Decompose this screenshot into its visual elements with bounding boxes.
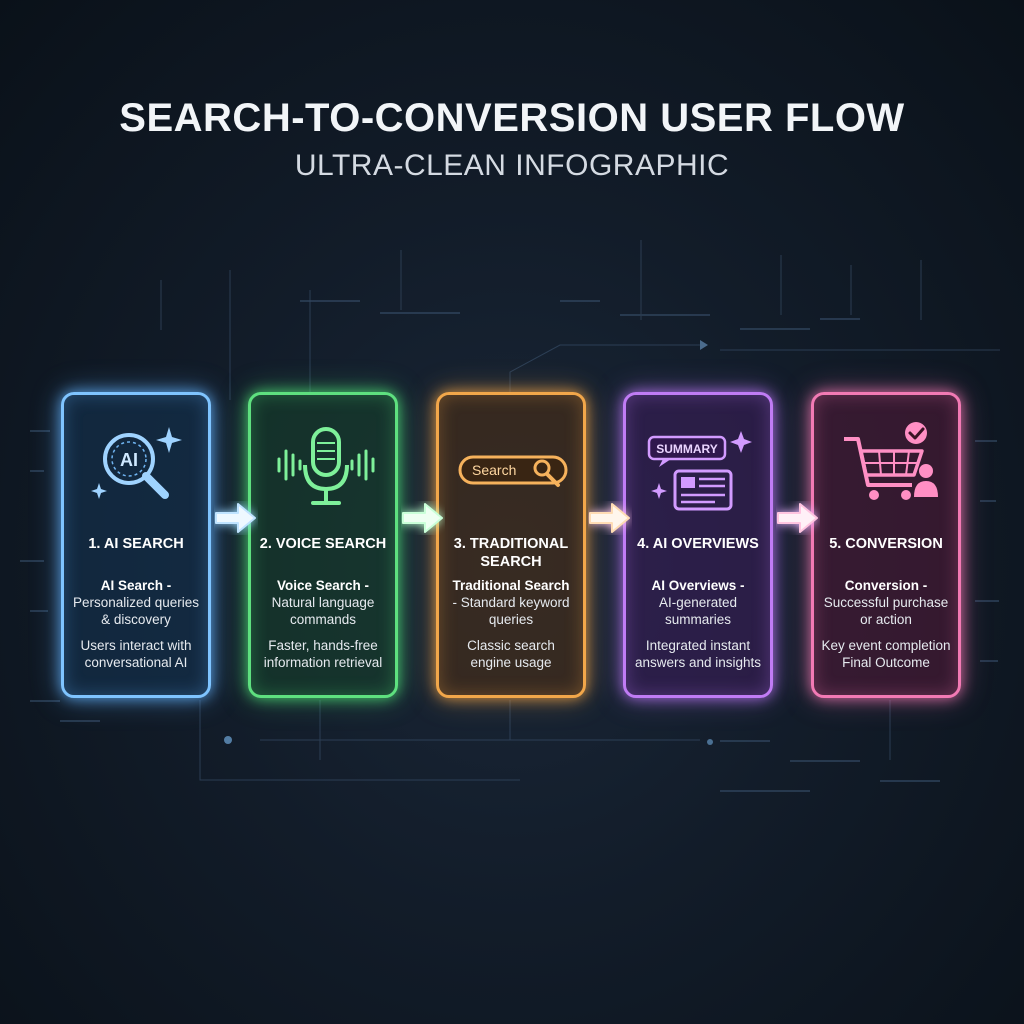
step-name: Voice Search - <box>276 578 370 593</box>
step-description: Traditional Search - Standard keyword qu… <box>445 577 577 671</box>
step-heading: 4. AI OVERVIEWS <box>637 536 759 552</box>
shopping-cart-icon <box>814 419 964 519</box>
flow-arrow-icon <box>777 503 818 533</box>
microphone-icon <box>251 419 401 519</box>
step-heading: 5. CONVERSION <box>829 536 943 552</box>
flow-arrow-icon <box>215 503 256 533</box>
step-description: Conversion - Successful purchase or acti… <box>820 577 952 671</box>
step-detail: Users interact with conversational AI <box>80 638 192 670</box>
step-description: AI Search - Personalized queries & disco… <box>70 577 202 671</box>
step-summary: Successful purchase or action <box>823 595 949 627</box>
summary-document-icon: SUMMARY <box>626 419 776 519</box>
step-card-voice-search: 2. VOICE SEARCH Voice Search - Natural l… <box>248 392 398 698</box>
step-heading: 2. VOICE SEARCH <box>259 536 387 552</box>
step-name: Conversion - <box>844 578 928 593</box>
ai-magnifier-icon: AI <box>64 419 214 519</box>
svg-text:AI: AI <box>120 450 138 470</box>
step-heading: 1. AI SEARCH <box>88 536 184 552</box>
step-card-ai-overviews: SUMMARY 4. AI OVERVIEWS AI Overviews - A… <box>623 392 773 698</box>
flow-arrow-icon <box>589 503 630 533</box>
step-detail: Key event completion Final Outcome <box>821 638 951 670</box>
flow-arrow-icon <box>402 503 443 533</box>
step-name: AI Search - <box>100 578 172 593</box>
step-description: Voice Search - Natural language commands… <box>257 577 389 671</box>
step-detail: Classic search engine usage <box>467 638 555 670</box>
step-card-ai-search: AI 1. AI SEARCH AI Search - Personalized… <box>61 392 211 698</box>
page-title: SEARCH-TO-CONVERSION USER FLOW <box>119 96 905 140</box>
page-subtitle: ULTRA-CLEAN INFOGRAPHIC <box>294 149 730 182</box>
step-detail: Integrated instant answers and insights <box>634 638 762 670</box>
step-detail: Faster, hands-free information retrieval <box>263 638 383 670</box>
step-heading: 3. TRADITIONAL SEARCH <box>453 536 569 570</box>
step-card-conversion: 5. CONVERSION Conversion - Successful pu… <box>811 392 961 698</box>
step-summary: - Standard keyword queries <box>452 595 570 627</box>
step-name: AI Overviews - <box>651 578 745 593</box>
step-card-traditional-search: Search 3. TRADITIONAL SEARCH Traditional… <box>436 392 586 698</box>
search-bar-label: Search <box>472 462 516 478</box>
step-summary: Personalized queries & discovery <box>72 595 200 627</box>
step-description: AI Overviews - AI-generated summaries In… <box>632 577 764 671</box>
step-name: Traditional Search <box>452 578 570 593</box>
search-bar-icon: Search <box>439 419 589 519</box>
summary-label: SUMMARY <box>656 442 718 456</box>
step-summary: AI-generated summaries <box>658 595 738 627</box>
step-summary: Natural language commands <box>271 595 375 627</box>
